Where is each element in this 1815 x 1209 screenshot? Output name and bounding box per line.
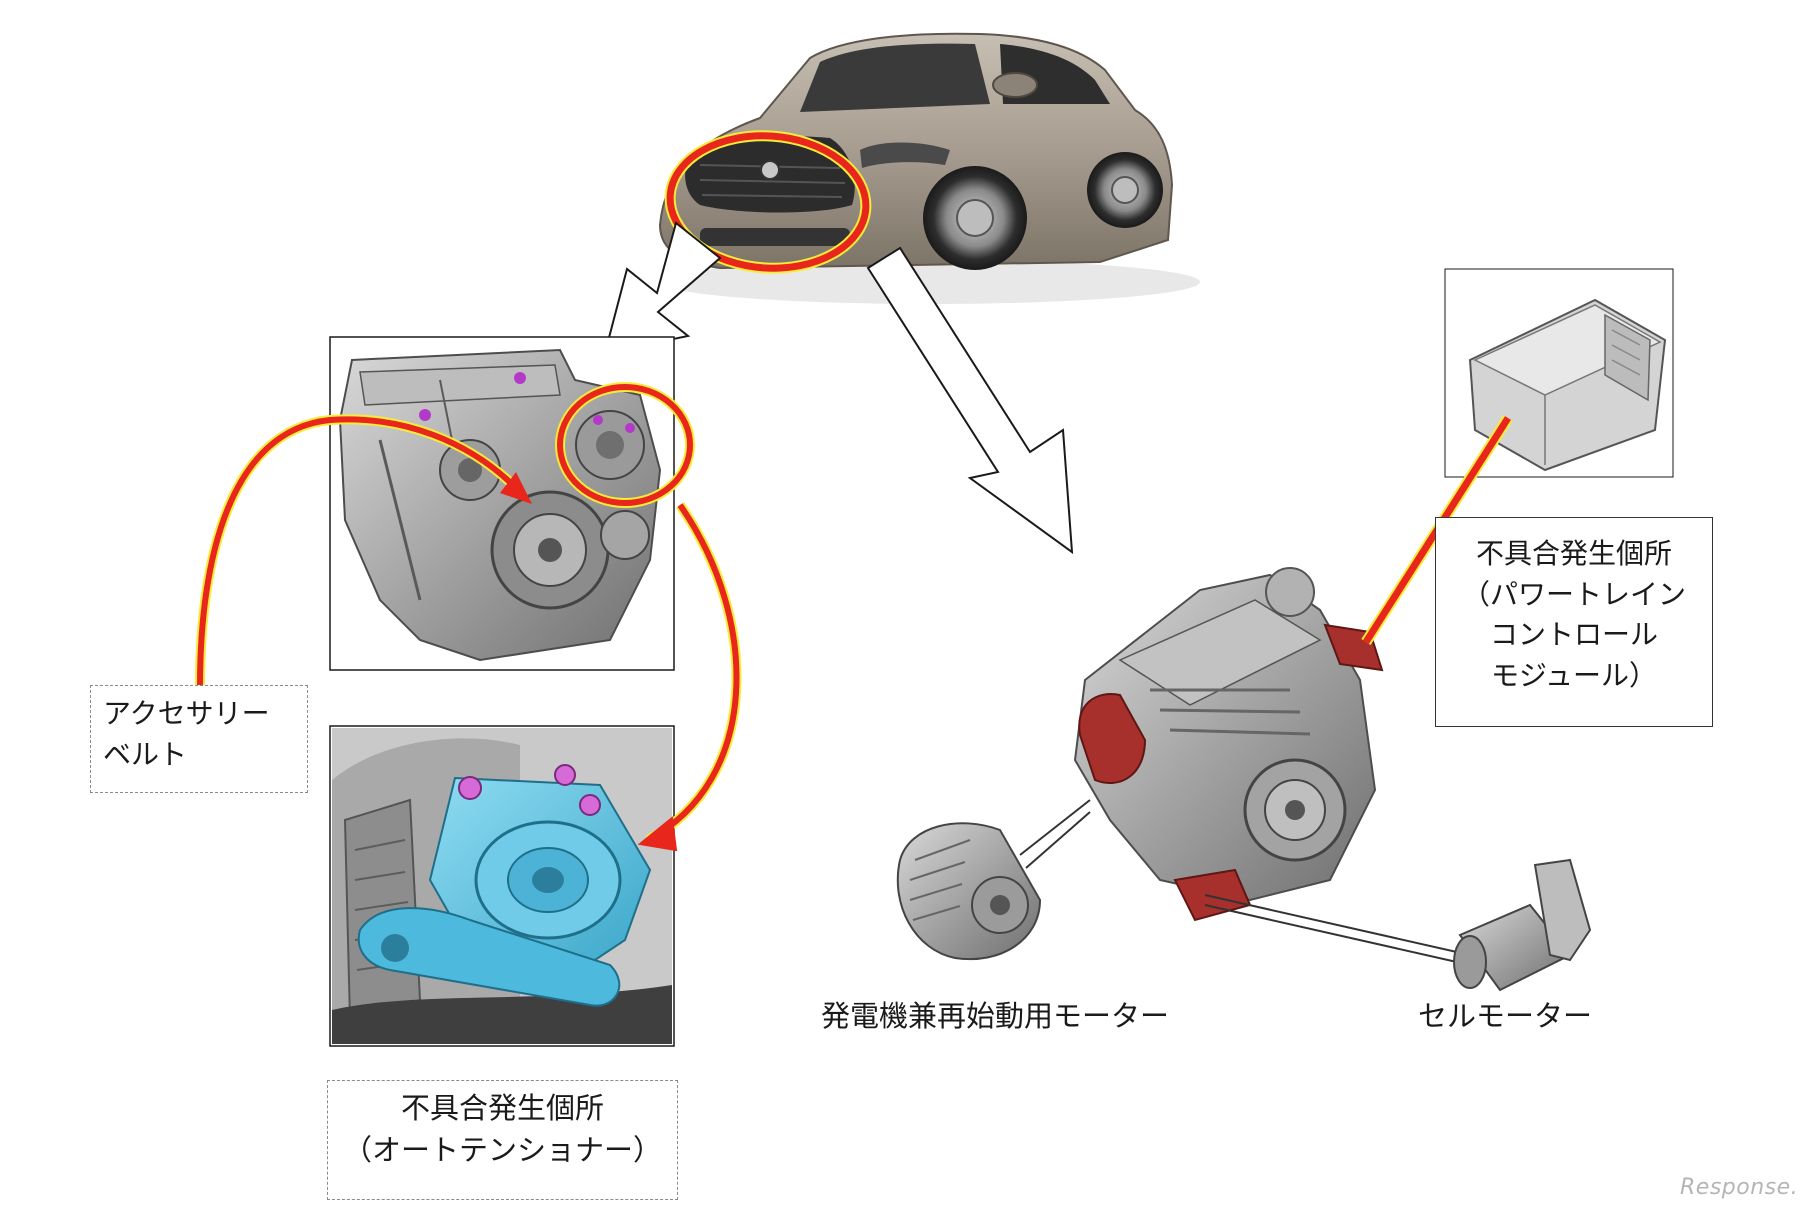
- tensioner-defect-label: 不具合発生個所 （オートテンショナー）: [327, 1080, 678, 1200]
- arrow-to-hybrid-system: [866, 246, 1074, 555]
- pcm-label-line-3: コントロール: [1489, 618, 1658, 652]
- auto-tensioner-icon: [332, 728, 672, 1044]
- pcm-label-line-2: （パワートレイン: [1461, 577, 1686, 611]
- belt-pointer-arrow: [197, 416, 523, 687]
- tensioner-highlight-ring: [557, 384, 693, 506]
- belt-label-line-1: アクセサリー: [103, 697, 270, 730]
- starter-motor-icon: [1453, 858, 1592, 992]
- grille-highlight-ring: [666, 132, 870, 272]
- accessory-belt-label: アクセサリー ベルト: [90, 685, 308, 793]
- belt-label-line-2: ベルト: [103, 737, 188, 771]
- response-watermark: Response.: [1680, 1175, 1799, 1200]
- control-module-icon: [1468, 298, 1667, 472]
- pcm-label-line-1: 不具合発生個所: [1475, 537, 1672, 570]
- generator-label: 発電機兼再始動用モーター: [820, 999, 1169, 1033]
- tensioner-pointer-arrow: [646, 503, 740, 843]
- hybrid-engine-icon: [1073, 567, 1384, 922]
- alternator-icon: [896, 822, 1042, 961]
- suv-car-icon: [658, 32, 1200, 304]
- tensioner-label-line-2: （オートテンショナー）: [342, 1133, 662, 1168]
- pcm-label-line-4: モジュール）: [1490, 658, 1658, 692]
- pcm-defect-label: 不具合発生個所 （パワートレイン コントロール モジュール）: [1435, 517, 1713, 727]
- starter-label: セルモーター: [1417, 999, 1592, 1033]
- tensioner-label-line-1: 不具合発生個所: [400, 1091, 604, 1125]
